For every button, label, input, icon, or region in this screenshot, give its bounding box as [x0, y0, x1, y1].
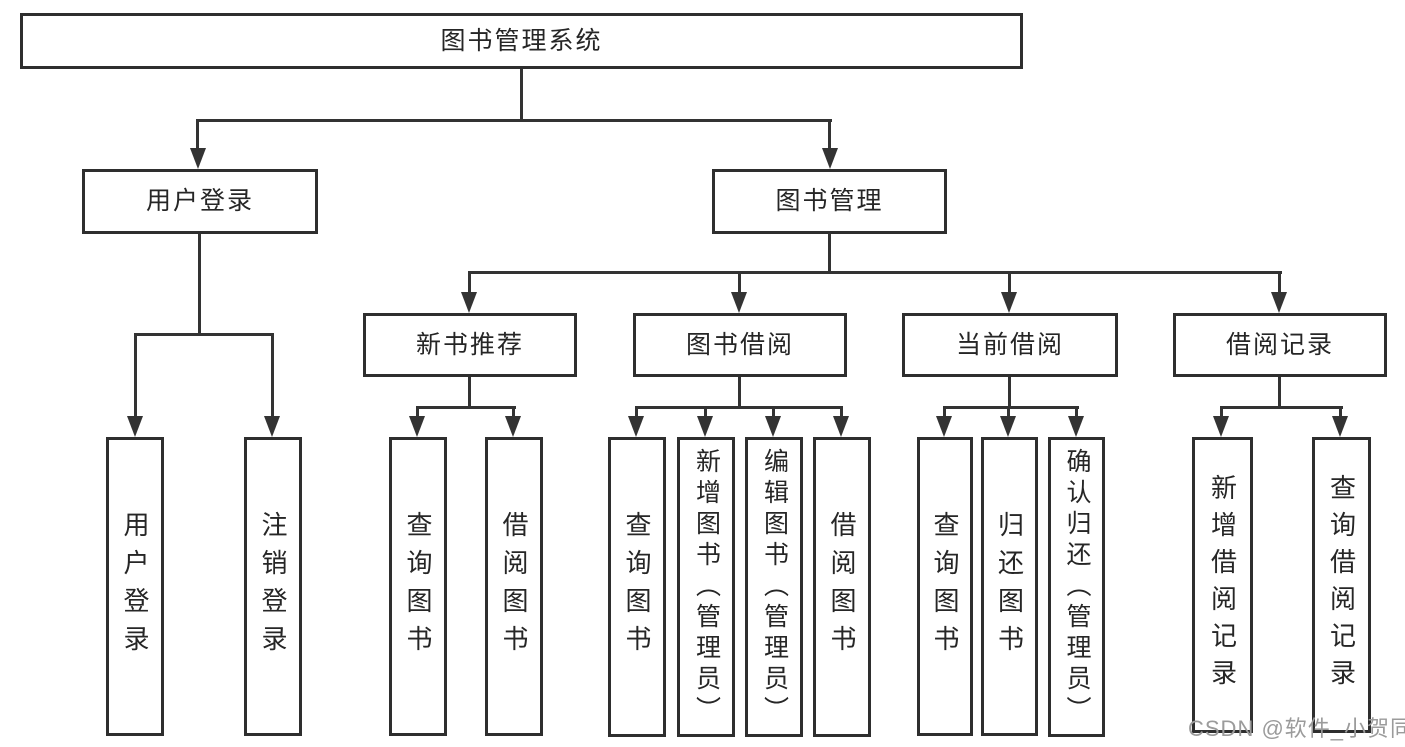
connector-line	[943, 408, 946, 417]
node-user-login: 用户登录	[82, 169, 318, 234]
connector-line	[1339, 408, 1342, 417]
arrow-down-icon	[936, 416, 952, 437]
connector-line	[468, 271, 1282, 274]
leaf-add-borrow-record: 新增借阅记录	[1192, 437, 1253, 733]
connector-line	[635, 406, 843, 409]
connector-line	[512, 408, 515, 417]
arrow-down-icon	[822, 148, 838, 169]
arrow-down-icon	[697, 416, 713, 437]
arrow-down-icon	[461, 292, 477, 313]
arrow-down-icon	[1271, 292, 1287, 313]
connector-line	[1007, 408, 1010, 417]
connector-line	[196, 120, 199, 149]
connector-line	[1278, 377, 1281, 408]
leaf-query-books-current: 查询图书	[917, 437, 973, 736]
connector-line	[468, 273, 471, 293]
leaf-query-borrow-record: 查询借阅记录	[1312, 437, 1371, 733]
node-new-book-recommendation: 新书推荐	[363, 313, 577, 377]
arrow-down-icon	[833, 416, 849, 437]
connector-line	[1008, 377, 1011, 408]
leaf-confirm-return-admin: 确认归还（管理员）	[1048, 437, 1105, 737]
connector-line	[416, 408, 419, 417]
connector-line	[416, 406, 516, 409]
connector-line	[943, 406, 1079, 409]
node-book-management: 图书管理	[712, 169, 947, 234]
leaf-add-book-admin: 新增图书（管理员）	[677, 437, 735, 737]
arrow-down-icon	[1213, 416, 1229, 437]
connector-line	[1278, 273, 1281, 293]
arrow-down-icon	[127, 416, 143, 437]
connector-line	[772, 408, 775, 417]
connector-line	[1220, 408, 1223, 417]
leaf-logout: 注销登录	[244, 437, 302, 736]
connector-line	[196, 119, 832, 122]
arrow-down-icon	[731, 292, 747, 313]
leaf-return-books: 归还图书	[981, 437, 1038, 736]
arrow-down-icon	[1000, 416, 1016, 437]
arrow-down-icon	[628, 416, 644, 437]
arrow-down-icon	[409, 416, 425, 437]
arrow-down-icon	[765, 416, 781, 437]
connector-line	[704, 408, 707, 417]
leaf-edit-book-admin: 编辑图书（管理员）	[745, 437, 803, 737]
connector-line	[738, 273, 741, 293]
arrow-down-icon	[264, 416, 280, 437]
connector-line	[1008, 273, 1011, 293]
connector-line	[738, 377, 741, 408]
connector-line	[271, 335, 274, 417]
connector-line	[468, 377, 471, 408]
leaf-borrow-books-borrowing: 借阅图书	[813, 437, 871, 737]
connector-line	[840, 408, 843, 417]
arrow-down-icon	[1001, 292, 1017, 313]
arrow-down-icon	[190, 148, 206, 169]
connector-line	[134, 333, 274, 336]
connector-line	[828, 120, 831, 149]
connector-line	[134, 335, 137, 417]
arrow-down-icon	[1068, 416, 1084, 437]
connector-line	[828, 233, 831, 273]
connector-line	[1075, 408, 1078, 417]
connector-line	[520, 69, 523, 120]
leaf-query-books-recommend: 查询图书	[389, 437, 447, 736]
connector-line	[1220, 406, 1343, 409]
node-current-borrowing: 当前借阅	[902, 313, 1118, 377]
connector-line	[198, 234, 201, 335]
leaf-borrow-books-recommend: 借阅图书	[485, 437, 543, 736]
leaf-query-books-borrowing: 查询图书	[608, 437, 666, 737]
arrow-down-icon	[1332, 416, 1348, 437]
node-book-borrowing: 图书借阅	[633, 313, 847, 377]
arrow-down-icon	[505, 416, 521, 437]
connector-line	[635, 408, 638, 417]
csdn-watermark: CSDN @软件_小贺同学	[1188, 716, 1405, 741]
node-borrowing-records: 借阅记录	[1173, 313, 1387, 377]
node-library-system: 图书管理系统	[20, 13, 1023, 69]
leaf-user-login: 用户登录	[106, 437, 164, 736]
